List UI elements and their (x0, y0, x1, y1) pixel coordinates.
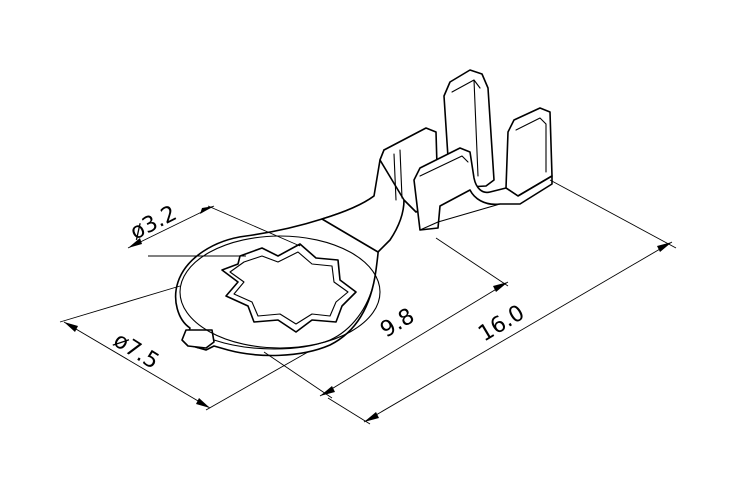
crimp-channel-edge (419, 155, 501, 231)
overall-dim-line (363, 241, 673, 423)
crimp-wing-back-edge (451, 79, 481, 177)
locating-tab (181, 329, 215, 349)
overall-ext-2 (549, 179, 677, 249)
hole-barrel-arrow-1 (320, 386, 335, 396)
inner-dia-arrow-1 (128, 238, 142, 248)
overall-length-label: 16.0 (474, 300, 529, 347)
inner-dia-arrow-2 (200, 206, 214, 214)
inner-dia-ext-2 (207, 205, 301, 247)
outer-dia-ext-2 (205, 351, 309, 411)
overall-ext-1 (327, 397, 371, 425)
outer-dia-arrow-1 (64, 322, 78, 332)
inner-diameter-label: ø3.2 (126, 201, 181, 245)
hole-barrel-ext-2 (435, 237, 509, 287)
hole-to-barrel-label: 9.8 (376, 304, 419, 343)
crimp-wing-right-edge (515, 117, 547, 173)
hole-barrel-ext-1 (263, 351, 333, 399)
crimp-wing-front-left-edge (393, 149, 403, 201)
outer-dia-ext-1 (59, 285, 181, 323)
outer-dia-dim-line (63, 321, 211, 409)
star-hole-inner (229, 251, 349, 325)
hole-barrel-dim-line (319, 281, 509, 397)
crimp-channel (413, 147, 553, 231)
outer-dia-arrow-2 (196, 398, 210, 408)
ring-terminal-part (174, 69, 553, 357)
ring-outer-edge (179, 235, 381, 349)
overall-arrow-2 (657, 242, 672, 252)
inner-dia-dim-line (127, 205, 215, 249)
hole-barrel-arrow-2 (493, 282, 508, 292)
outer-diameter-label: ø7.5 (109, 328, 163, 375)
overall-arrow-1 (364, 412, 379, 422)
